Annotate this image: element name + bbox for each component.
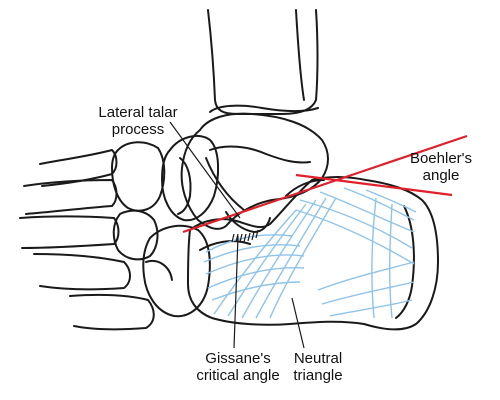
talus-head-contour <box>209 145 311 164</box>
metatarsal-4-outline <box>33 253 131 291</box>
hatch-mark <box>235 233 239 243</box>
label-line: Lateral talar <box>98 104 178 121</box>
leader-lines <box>169 121 241 349</box>
label-line: triangle <box>293 367 343 384</box>
hatch-mark <box>247 232 251 242</box>
navicular-outline <box>161 134 220 222</box>
label-lateral-talar-process: Lateral talar process <box>78 104 198 138</box>
trabecula-fan-5 <box>269 197 337 319</box>
trabecula-arc-5 <box>211 281 301 301</box>
talus-outline <box>180 112 329 230</box>
trabecula-posterior-7 <box>321 281 415 305</box>
hatch-mark <box>255 229 259 239</box>
boehler-posterior-line <box>295 173 453 197</box>
metatarsal-5-outline <box>69 293 155 331</box>
label-boehlers-angle: Boehler's angle <box>396 150 486 184</box>
calcaneus-subchondral-arc <box>285 179 325 197</box>
leader-lateral-talar-process <box>169 121 241 219</box>
navicular-inner-contour <box>177 157 192 215</box>
boehler-anterior-line <box>182 134 468 234</box>
label-line: Gissane's <box>205 350 271 367</box>
leader-neutral-triangle <box>291 297 305 349</box>
trabecula-posterior-6 <box>317 261 415 291</box>
cuneiform-outline <box>111 141 166 212</box>
hatch-mark <box>243 233 247 243</box>
leader-gissane <box>233 235 239 349</box>
metatarsal-2-outline <box>23 179 118 215</box>
trabecula-posterior-3 <box>319 191 415 233</box>
trabecula-fan-2 <box>227 203 307 317</box>
bone-outlines <box>19 9 439 331</box>
fifth-metatarsal-base <box>145 260 173 281</box>
hatch-mark <box>231 233 235 243</box>
label-line: process <box>111 121 165 138</box>
trabecula-vertical-1 <box>371 197 377 319</box>
trabecula-vertical-2 <box>389 203 393 319</box>
ankle-joint-line <box>209 104 319 113</box>
trabecula-posterior-1 <box>299 199 413 249</box>
trabecula-arc-2 <box>203 244 301 263</box>
trabecula-fan-1 <box>213 209 297 315</box>
trabecula-posterior-5 <box>365 189 417 213</box>
trabecula-posterior-4 <box>343 187 415 221</box>
metatarsal-3-outline <box>19 215 120 249</box>
label-line: Boehler's <box>409 150 473 167</box>
trabecula-fan-3 <box>241 199 317 319</box>
label-gissanes-critical-angle: Gissane's critical angle <box>178 350 298 384</box>
hatch-mark <box>251 231 255 241</box>
cuneiform-outline-lower <box>112 209 159 261</box>
label-neutral-triangle: Neutral triangle <box>278 350 358 384</box>
boehlers-angle-lines <box>182 134 468 234</box>
label-line: angle <box>422 167 460 184</box>
trabecula-posterior-2 <box>295 209 415 265</box>
label-line: critical angle <box>196 367 280 384</box>
fibula-outline <box>295 9 305 101</box>
calcaneus-inner-contour <box>199 205 415 319</box>
hatch-mark <box>239 233 243 243</box>
gissane-hatching <box>231 229 259 243</box>
talus-body-contour <box>205 157 245 211</box>
calcaneus-outline <box>187 176 439 331</box>
label-line: Neutral <box>293 350 343 367</box>
trabecular-pattern <box>203 187 417 319</box>
